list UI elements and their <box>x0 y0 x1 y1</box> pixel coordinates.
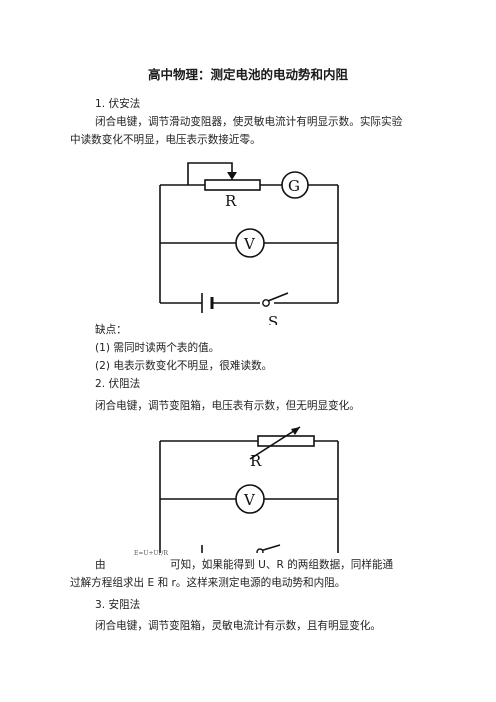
rheostat-symbol <box>204 172 261 191</box>
switch-symbol <box>262 299 270 307</box>
voltmeter-symbol <box>235 228 265 258</box>
rheostat-label: R <box>225 192 237 210</box>
section-3-body: 闭合电键，调节变阻箱，灵敏电流计有示数，且有明显变化。 <box>95 620 382 632</box>
voltmeter-label: V <box>243 491 256 509</box>
battery-symbol <box>201 293 214 313</box>
section-1-heading: 1. 伏安法 <box>95 98 141 110</box>
page-title: 高中物理：测定电池的电动势和内阻 <box>147 67 348 82</box>
derive-line2: 过解方程组求出 E 和 r。这样来测定电源的电动势和内阻。 <box>70 577 346 589</box>
galvanometer-symbol <box>281 171 309 199</box>
switch-symbol <box>256 548 264 553</box>
switch-label: S <box>268 313 278 325</box>
voltmeter-symbol <box>235 484 265 514</box>
galvanometer-label: G <box>288 177 300 195</box>
section-1-body-line2: 中读数变化不明显，电压表示数接近零。 <box>70 134 261 146</box>
derive-prefix: 由 <box>95 558 110 573</box>
circuit-diagram-1: R G V S <box>159 162 339 325</box>
formula-image: E=U+Ur/R <box>134 550 168 557</box>
section-2-body: 闭合电键，调节变阻箱，电压表有示数，但无明显变化。 <box>95 400 360 412</box>
circuit-diagram-2: R V <box>159 426 339 553</box>
drawback-item-1: (1) 需同时读两个表的值。 <box>95 342 220 354</box>
resistance-box-symbol <box>249 426 315 460</box>
drawbacks-heading: 缺点： <box>95 324 127 336</box>
resistance-box-label: R <box>250 452 262 470</box>
section-2-heading: 2. 伏阻法 <box>95 378 141 390</box>
drawback-item-2: (2) 电表示数变化不明显，很难读数。 <box>95 360 273 372</box>
section-3-heading: 3. 安阻法 <box>95 599 141 611</box>
section-1-body-line1: 闭合电键，调节滑动变阻器，使灵敏电流计有明显示数。实际实验 <box>95 116 403 128</box>
voltmeter-label: V <box>243 235 256 253</box>
derive-line1: 可知，如果能得到 U、R 的两组数据，同样能通 <box>170 558 394 573</box>
